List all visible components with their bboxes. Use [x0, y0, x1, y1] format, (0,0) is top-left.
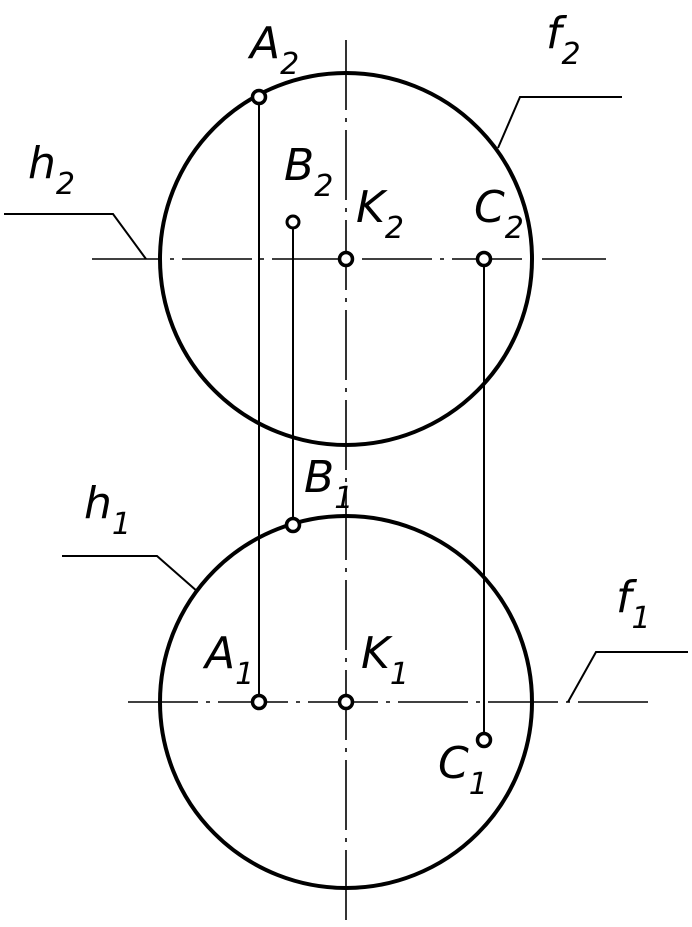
label-b1: B1: [304, 452, 353, 516]
point-c2: [475, 250, 493, 268]
label-c1: C1: [438, 738, 488, 802]
label-f2: f2: [546, 8, 581, 72]
point-a2: [250, 88, 268, 106]
label-h2: h2: [28, 138, 75, 202]
point-k1: [337, 693, 355, 711]
leader-h2: [4, 213, 147, 260]
point-b1: [284, 516, 302, 534]
point-k2: [337, 250, 355, 268]
leader-h1: [62, 555, 199, 593]
point-a1: [250, 693, 268, 711]
label-f1: f1: [616, 572, 651, 636]
label-k2: K2: [356, 182, 404, 246]
label-h1: h1: [84, 478, 131, 542]
label-k1: K1: [361, 628, 409, 692]
point-c1: [475, 731, 493, 749]
leader-f2: [497, 96, 622, 149]
label-a2: A2: [247, 18, 299, 82]
label-b2: B2: [284, 140, 333, 204]
label-a1: A1: [202, 628, 254, 692]
leader-f1: [567, 651, 688, 703]
label-c2: C2: [474, 182, 524, 246]
point-b2: [285, 214, 301, 230]
